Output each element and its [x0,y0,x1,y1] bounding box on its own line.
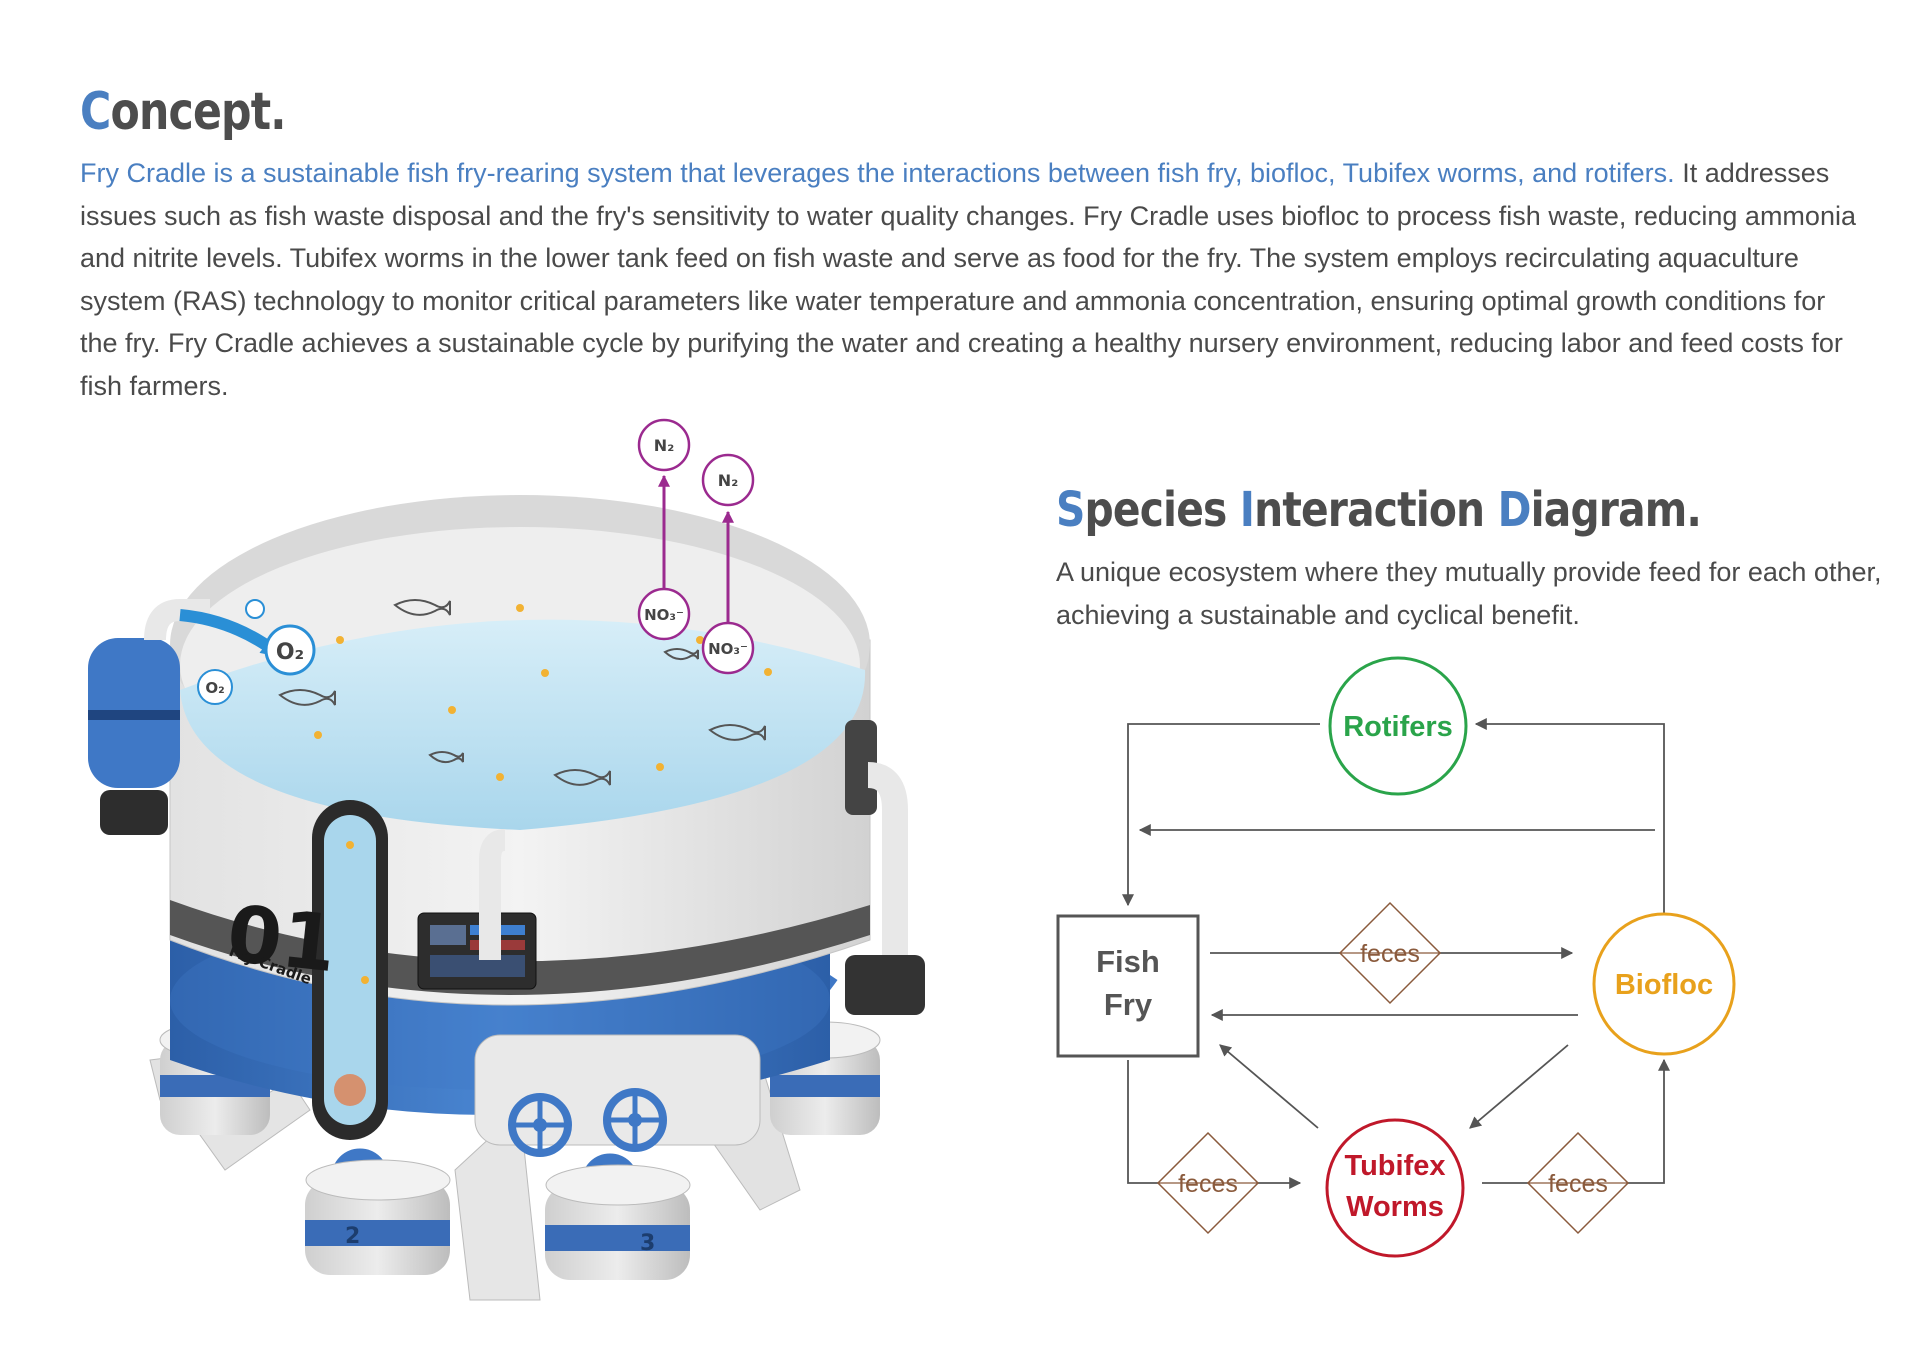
svg-text:Fry: Fry [1104,987,1153,1022]
concept-paragraph: Fry Cradle is a sustainable fish fry-rea… [80,152,1860,407]
fry-cradle-illustration: 2 3 [88,418,925,1301]
o2-bubble [245,599,265,619]
o2-bubble: O₂ [197,669,233,705]
nitrogen-release-1: N₂ NO₃⁻ [637,418,691,641]
valve-wheel-icon [603,1088,667,1152]
tank-water [180,619,866,830]
no3-label: NO₃⁻ [708,640,748,658]
edge-biofloc-to-rotifers [1474,718,1665,945]
o2-label: O₂ [205,679,224,697]
svg-text:Rotifers: Rotifers [1343,711,1453,743]
node-biofloc: Biofloc [1592,912,1736,1056]
node-fish-fry: Fish Fry [1056,914,1200,1058]
viewing-window [312,800,388,1140]
svg-text:Worms: Worms [1346,1191,1444,1223]
pod-label: 2 [345,1224,360,1249]
svg-text:Biofloc: Biofloc [1615,969,1713,1001]
species-description: A unique ecosystem where they mutually p… [1056,557,1882,630]
concept-highlight: Fry Cradle is a sustainable fish fry-rea… [80,158,1675,188]
species-title: Species Interaction Diagram. [1056,482,1702,538]
feed-particles [314,604,772,781]
control-panel [417,912,537,990]
fish-fry-icons [278,599,766,786]
valve-panel [474,1034,761,1146]
tank-number: 01 [223,889,340,990]
o2-bubble: O₂ [264,624,316,676]
svg-text:Tubifex: Tubifex [1345,1150,1446,1182]
n2-label: N₂ [718,471,738,490]
side-pipe [845,720,925,1015]
edge-tubifex-to-fry [1219,1044,1319,1129]
feces-label-fry-tubifex: feces [1156,1131,1260,1235]
top-pipe [479,829,506,960]
node-rotifers: Rotifers [1328,656,1468,796]
species-interaction-diagram: feces feces feces Rotifers Fish Fry Biof… [1056,656,1736,1258]
svg-text:feces: feces [1178,1170,1238,1198]
no3-label: NO₃⁻ [644,606,684,624]
svg-text:feces: feces [1548,1170,1608,1198]
nitrogen-release-2: N₂ NO₃⁻ [701,453,755,675]
feces-label-fry-biofloc: feces [1338,901,1442,1005]
svg-text:Fish: Fish [1096,944,1160,979]
concept-title: Concept. [80,82,287,142]
filter-pod-3: 3 [545,1153,691,1280]
filter-pod-2: 2 [305,1148,451,1275]
valve-wheel-icon [508,1093,572,1157]
filter-canister [88,599,210,835]
feces-label-tubifex-biofloc: feces [1526,1131,1630,1235]
pod-label: 3 [640,1231,655,1256]
svg-text:feces: feces [1360,940,1420,968]
n2-label: N₂ [654,436,674,455]
concept-body: It addresses issues such as fish waste d… [80,158,1856,401]
o2-label: O₂ [276,640,304,665]
edge-rotifers-to-fry [1122,723,1320,907]
edge-biofloc-to-tubifex [1469,1044,1569,1129]
node-tubifex-worms: Tubifex Worms [1325,1118,1465,1258]
